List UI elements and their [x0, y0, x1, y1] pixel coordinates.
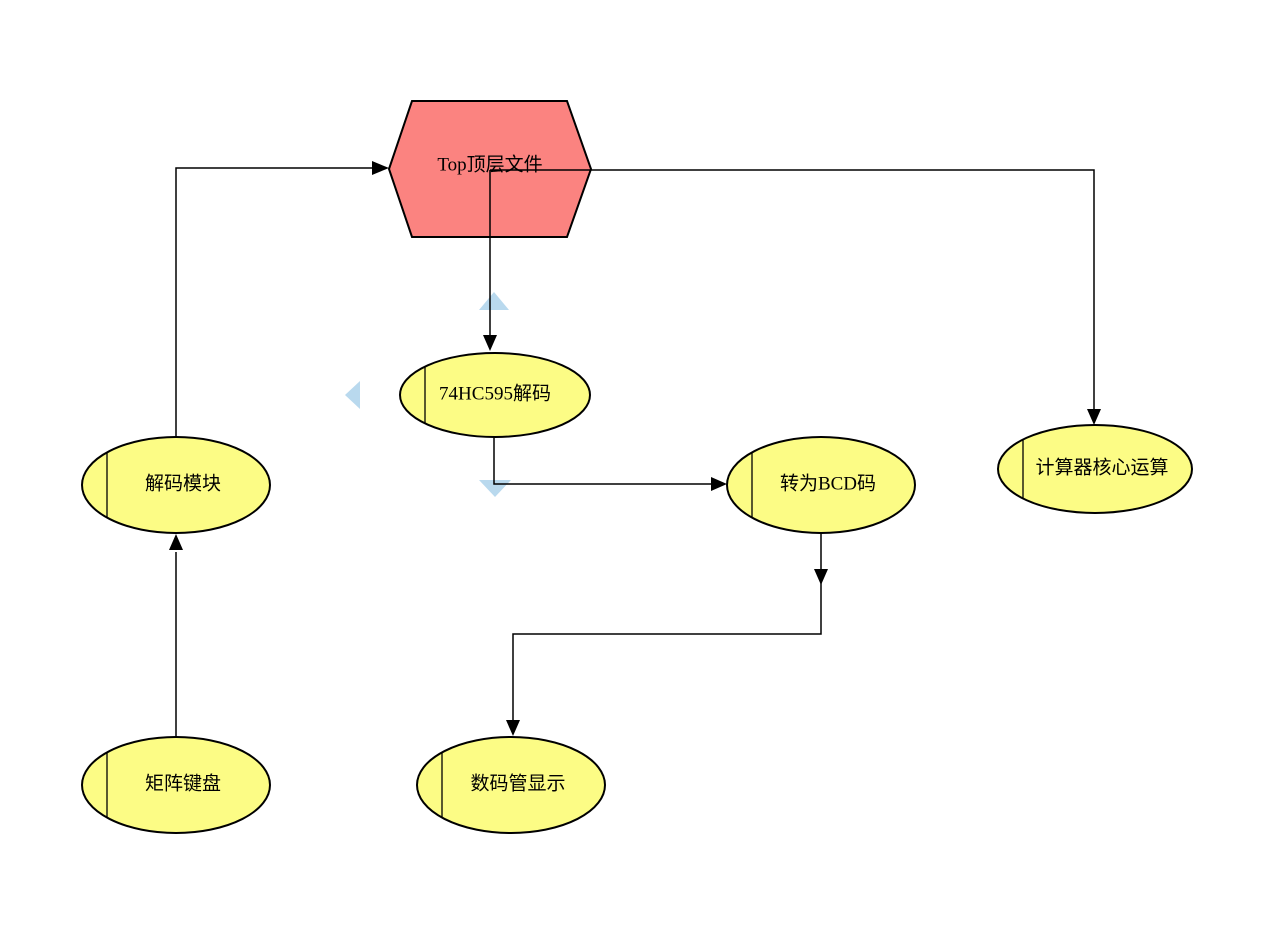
- node-top-shape[interactable]: [387, 100, 593, 238]
- edge-decoder-to-top: [175, 167, 374, 437]
- edge-bcd-to-display: [512, 533, 822, 722]
- edge-top-to-calc-core: [490, 169, 1095, 411]
- edge-bcd-to-display-arrowhead: [506, 720, 520, 736]
- edge-bcd-to-display-mid-arrowhead: [814, 569, 828, 585]
- edge-top-to-calc-core-arrowhead: [1087, 409, 1101, 425]
- edge-hc595-to-bcd-arrowhead: [711, 477, 727, 491]
- nav-up-marker-icon[interactable]: [479, 292, 509, 310]
- nav-down-marker-icon[interactable]: [479, 480, 511, 497]
- node-decoder-shape[interactable]: [81, 436, 271, 534]
- edge-top-to-hc595-arrowhead: [483, 335, 497, 351]
- nav-left-marker-icon[interactable]: [345, 381, 360, 409]
- node-hc595-shape[interactable]: [399, 352, 591, 438]
- node-calc-core-shape[interactable]: [997, 424, 1193, 514]
- edge-hc595-to-bcd: [493, 437, 713, 485]
- edge-decoder-to-top-arrowhead: [372, 161, 389, 175]
- node-keypad-shape[interactable]: [81, 736, 271, 834]
- edge-keypad-to-decoder-arrowhead: [169, 534, 183, 550]
- node-bcd-shape[interactable]: [726, 436, 916, 534]
- node-display-shape[interactable]: [416, 736, 606, 834]
